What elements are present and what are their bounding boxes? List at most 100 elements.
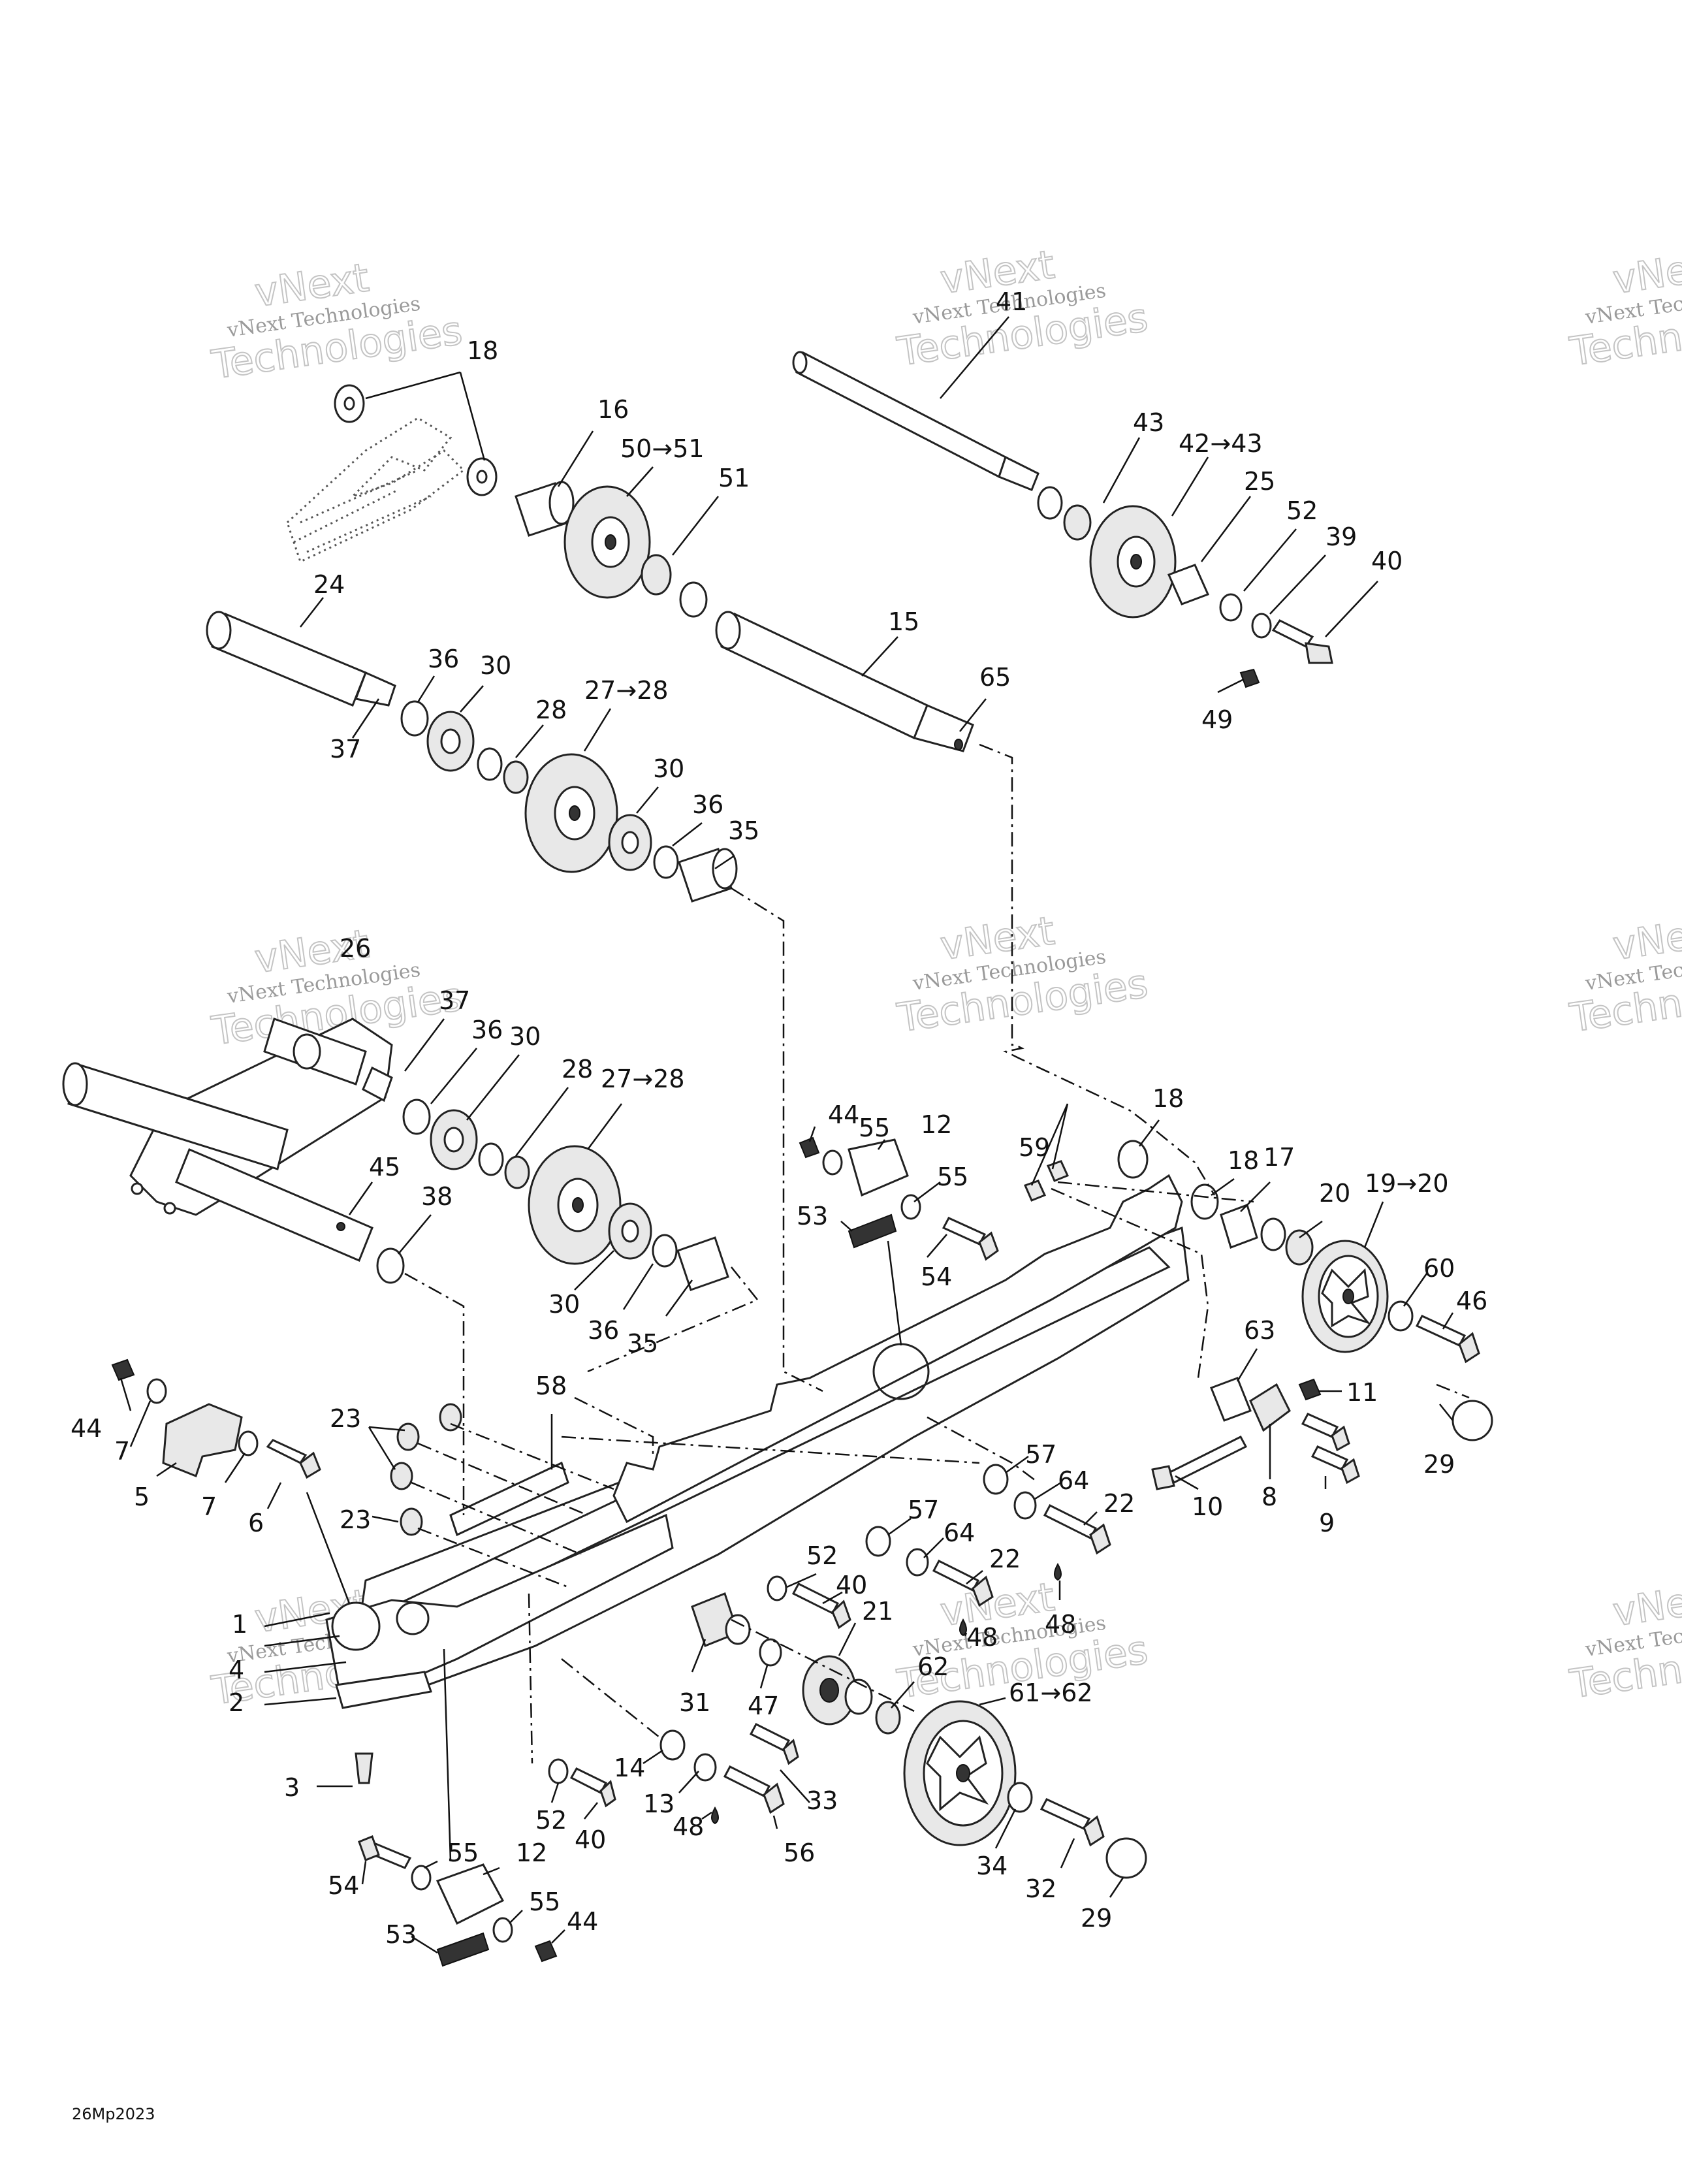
callout-label: 29 bbox=[1081, 1904, 1112, 1933]
bolt-part bbox=[723, 1765, 771, 1797]
leader-line bbox=[1175, 1475, 1199, 1490]
lock-washer-part bbox=[906, 1548, 929, 1577]
callout-label: 64 bbox=[1058, 1466, 1089, 1495]
washer-part bbox=[1117, 1140, 1149, 1179]
bearing-part bbox=[503, 760, 529, 794]
callout-label: 35 bbox=[728, 816, 759, 845]
nut-part bbox=[439, 1403, 462, 1432]
idler-wheel-bore bbox=[572, 1197, 584, 1213]
detail-circle bbox=[331, 1601, 381, 1651]
callout-label: 55 bbox=[937, 1163, 968, 1191]
callout-label: 62 bbox=[917, 1652, 949, 1681]
leader-line bbox=[1034, 1481, 1062, 1500]
shaft-step bbox=[354, 671, 396, 707]
washer-part bbox=[822, 1149, 843, 1176]
leader-line bbox=[365, 371, 486, 461]
spacer-part bbox=[676, 1236, 729, 1291]
bolt-part bbox=[569, 1767, 608, 1795]
leader-line bbox=[466, 1054, 520, 1121]
callout-label: 38 bbox=[421, 1182, 452, 1211]
snap-ring-part bbox=[679, 581, 708, 618]
bearing-part bbox=[1285, 1229, 1314, 1266]
callout-label: 41 bbox=[996, 287, 1027, 316]
callout-label: 54 bbox=[921, 1262, 952, 1291]
arm-hole bbox=[131, 1182, 144, 1195]
nut-part bbox=[534, 1940, 558, 1963]
idler-wheel-bore bbox=[1130, 554, 1142, 570]
washer-part bbox=[759, 1638, 782, 1667]
leader-line bbox=[1243, 528, 1297, 592]
bearing-bore bbox=[443, 1127, 464, 1153]
callout-label: 29 bbox=[1423, 1450, 1455, 1479]
parts-drawing bbox=[62, 351, 1493, 1967]
assembly-line bbox=[574, 1396, 654, 1456]
callout-label: 53 bbox=[797, 1202, 828, 1230]
leader-line bbox=[550, 1782, 560, 1803]
leader-line bbox=[1102, 437, 1141, 504]
assembly-line bbox=[731, 887, 823, 1392]
leader-line bbox=[913, 1181, 941, 1202]
callout-label: 50→51 bbox=[620, 434, 705, 463]
leader-line bbox=[701, 1811, 712, 1820]
bolt-part bbox=[749, 1723, 791, 1752]
bearing-part bbox=[1063, 504, 1092, 541]
callout-label: 32 bbox=[1025, 1874, 1056, 1903]
leader-line bbox=[460, 685, 484, 713]
leader-line bbox=[584, 1802, 598, 1820]
leader-line bbox=[1109, 1877, 1124, 1898]
bolt-head bbox=[1331, 1425, 1350, 1452]
callout-label: 36 bbox=[428, 645, 459, 673]
leader-line bbox=[1403, 1273, 1428, 1307]
callout-label: 30 bbox=[509, 1022, 541, 1051]
callout-label: 65 bbox=[979, 663, 1011, 692]
washer-part bbox=[693, 1753, 717, 1782]
callout-label: 22 bbox=[989, 1545, 1021, 1573]
callout-label: 54 bbox=[328, 1871, 359, 1900]
assembly-line bbox=[1436, 1383, 1470, 1399]
idler-wheel-bore bbox=[605, 534, 616, 550]
leader-line bbox=[772, 1815, 778, 1829]
bearing-part bbox=[641, 554, 672, 596]
callout-label: 23 bbox=[330, 1404, 361, 1433]
callout-label: 49 bbox=[1201, 705, 1233, 734]
leader-line bbox=[959, 698, 987, 732]
callout-label: 20 bbox=[1319, 1179, 1350, 1208]
callout-label: 42→43 bbox=[1179, 429, 1263, 458]
callout-label: 18 bbox=[1152, 1084, 1184, 1113]
leader-line bbox=[129, 1400, 151, 1447]
leader-line bbox=[1269, 554, 1326, 615]
lock-washer-part bbox=[1013, 1491, 1037, 1520]
callout-label: 47 bbox=[748, 1692, 779, 1720]
washer-part bbox=[411, 1865, 432, 1891]
callout-label: 12 bbox=[921, 1110, 952, 1139]
leader-line bbox=[636, 786, 659, 814]
shaft-end bbox=[715, 611, 741, 650]
assembly-line bbox=[528, 1593, 533, 1764]
callout-label: 27→28 bbox=[584, 676, 669, 705]
leader-line bbox=[306, 1492, 351, 1604]
bolt-part bbox=[266, 1439, 308, 1464]
bolt-part bbox=[1415, 1315, 1467, 1347]
callout-label: 30 bbox=[653, 754, 684, 783]
bolt-head bbox=[1341, 1458, 1360, 1485]
callout-label: 36 bbox=[471, 1016, 503, 1044]
leader-line bbox=[483, 1867, 500, 1876]
lock-washer-part bbox=[1251, 613, 1272, 639]
callout-label: 56 bbox=[784, 1839, 815, 1867]
assembly-line bbox=[1051, 1187, 1209, 1379]
callout-label: 4 bbox=[229, 1656, 244, 1684]
callout-label: 48 bbox=[1045, 1610, 1076, 1639]
bolt-part bbox=[942, 1217, 987, 1245]
leader-line bbox=[1211, 1178, 1235, 1196]
leader-line bbox=[574, 1250, 614, 1291]
leader-line bbox=[1299, 1220, 1323, 1239]
leader-line bbox=[940, 316, 1009, 399]
assembly-line bbox=[450, 1422, 614, 1490]
shaft-end bbox=[206, 611, 232, 650]
leader-line bbox=[927, 1234, 947, 1258]
plate-part bbox=[449, 1461, 569, 1537]
assembly-line bbox=[1057, 1181, 1254, 1203]
leader-line bbox=[714, 854, 735, 870]
callout-label: 14 bbox=[614, 1754, 645, 1782]
